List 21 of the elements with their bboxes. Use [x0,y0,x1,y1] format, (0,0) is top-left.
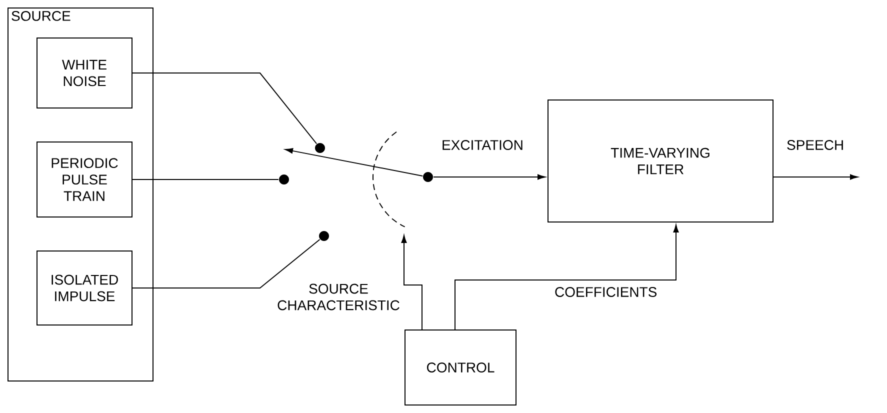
edge-label: EXCITATION [442,140,522,150]
control-box: CONTROL [404,330,516,406]
signal-box: ISOLATED IMPULSE [36,250,132,326]
signal-box: WHITE NOISE [36,38,132,108]
pivot-dot [423,172,433,182]
contact-dot [319,231,329,241]
edge-label: SOURCE CHARACTERISTIC [278,284,400,310]
contact-dot [279,174,289,184]
connector-line [132,238,320,288]
contact-dot [315,143,325,153]
arrow [773,174,858,180]
signal-box: PERIODIC PULSE TRAIN [36,142,132,218]
edge-label: SPEECH [787,140,843,150]
arrow [433,174,546,180]
arrow [454,224,679,330]
connector-line [132,72,318,144]
arrow [401,235,422,330]
filter-box: TIME-VARYING FILTER [548,100,774,222]
connector-line [132,179,279,180]
edge-label: COEFFICIENTS [555,287,657,297]
arrow [285,148,424,176]
